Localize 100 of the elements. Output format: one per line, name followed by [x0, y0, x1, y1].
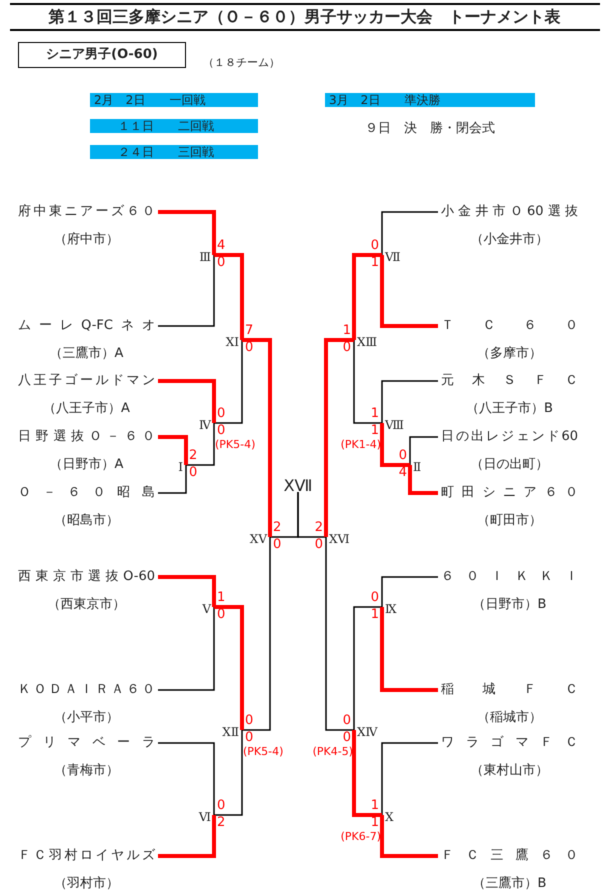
score: 1 — [370, 407, 379, 421]
penalty-score: (PK4-5) — [312, 745, 353, 759]
match-number: Ⅸ — [382, 602, 397, 616]
score: 0 — [217, 407, 226, 421]
team-city: （羽村市） — [53, 876, 120, 892]
bracket-line — [158, 607, 215, 691]
bracket-line — [158, 465, 187, 494]
category-box: シニア男子(O-60) — [18, 42, 186, 68]
score: 2 — [314, 521, 323, 535]
score: 0 — [370, 591, 379, 605]
bracket-line — [214, 253, 244, 340]
bracket-line — [381, 742, 438, 815]
team-name: 町田シニア６０ — [441, 485, 578, 501]
team-city: （小金井市） — [470, 232, 550, 248]
score: 2 — [217, 816, 226, 830]
bracket-line — [380, 255, 438, 328]
team-city: （八王子市）B — [465, 401, 554, 417]
match-number: XⅢ — [354, 335, 378, 349]
bracket-line — [324, 338, 354, 537]
team-name: ムーレQ-FCネオ — [18, 318, 155, 334]
match-number: Ⅰ — [178, 460, 186, 474]
team-name: 日の出レジェンド60 — [441, 429, 578, 445]
score: 0 — [342, 341, 351, 355]
bracket-line — [409, 436, 438, 465]
team-name: 八王子ゴールドマン — [18, 373, 155, 389]
bracket-line — [158, 379, 216, 423]
score: 0 — [342, 714, 351, 728]
schedule-bar: 2月 2日 一回戦 — [90, 93, 258, 107]
team-city: （日野市）A — [48, 457, 124, 473]
bracket-line — [158, 815, 216, 858]
team-city: （町田市） — [476, 513, 543, 529]
bracket-line — [158, 210, 216, 255]
score: 0 — [342, 731, 351, 745]
match-number: Ⅷ — [382, 418, 404, 432]
bracket-line — [408, 465, 438, 495]
bracket-line — [158, 255, 215, 327]
bracket-line — [381, 211, 438, 255]
match-number: Ⅶ — [382, 250, 400, 264]
match-number: XⅡ — [222, 725, 242, 739]
schedule-note: ９日 決 勝・閉会式 — [365, 121, 495, 137]
score: 4 — [217, 239, 226, 253]
team-name: 西東京市選抜O-60 — [18, 569, 155, 585]
team-city: （多摩市） — [476, 346, 543, 362]
bracket-line — [381, 380, 438, 423]
team-name: 稲城ＦＣ — [441, 682, 578, 698]
team-city: （稲城市） — [476, 710, 543, 726]
penalty-score: (PK6-7) — [340, 830, 381, 844]
bracket-line — [297, 492, 326, 538]
penalty-score: (PK1-4) — [340, 438, 381, 452]
match-number: XⅤ — [250, 532, 270, 546]
team-city: （府中市） — [53, 232, 120, 248]
match-number: Ⅲ — [199, 250, 214, 264]
bracket-line — [352, 730, 382, 817]
score: 2 — [273, 521, 282, 535]
team-name: ６０ＩＫＫＩ — [441, 569, 578, 585]
score: 0 — [370, 239, 379, 253]
score: 0 — [398, 449, 407, 463]
score: 0 — [217, 799, 226, 813]
bracket-line — [325, 537, 354, 731]
team-city: （青梅市） — [53, 763, 120, 779]
score: 1 — [217, 591, 226, 605]
schedule-bar: 3月 2日 準決勝 — [325, 93, 535, 107]
penalty-score: (PK5-4) — [215, 438, 256, 452]
match-number: Ⅴ — [202, 602, 214, 616]
bracket-line — [352, 253, 382, 340]
bracket-line — [242, 338, 272, 537]
team-name: プリマベーラ — [18, 735, 155, 751]
score: 7 — [245, 324, 254, 338]
score: 2 — [189, 449, 198, 463]
schedule-bar: １１日 二回戦 — [90, 119, 258, 133]
bracket-line — [158, 575, 216, 607]
team-count-note: （１８チーム） — [203, 55, 280, 71]
score: 4 — [398, 466, 407, 480]
team-name: ＴＣ６０ — [441, 318, 578, 334]
score: 0 — [245, 714, 254, 728]
schedule-bar: ２４日 三回戦 — [90, 145, 258, 159]
score: 1 — [370, 424, 379, 438]
score: 0 — [217, 424, 226, 438]
score: 1 — [342, 324, 351, 338]
match-number: XⅦ — [278, 476, 318, 492]
team-city: （日野市）B — [472, 597, 548, 613]
team-name: Ｏ－６０昭島 — [18, 485, 155, 501]
team-city: （昭島市） — [53, 513, 120, 529]
bracket-line — [214, 340, 243, 424]
penalty-score: (PK5-4) — [243, 745, 284, 759]
team-name: ＦＣ羽村ロイヤルズ — [18, 848, 155, 864]
team-name: ＫＯＤＡＩＲＡ６０ — [18, 682, 155, 698]
score: 0 — [245, 341, 254, 355]
match-number: Ⅱ — [410, 460, 422, 474]
team-name: ＦＣ三鷹６０ — [441, 848, 578, 864]
team-city: （三鷹市）A — [48, 346, 124, 362]
score: 1 — [370, 799, 379, 813]
match-number: Ⅳ — [199, 418, 214, 432]
score: 0 — [217, 256, 226, 270]
bracket-line — [353, 340, 382, 424]
bracket-line — [353, 606, 382, 730]
bracket-line — [380, 607, 438, 692]
match-number: Ⅵ — [198, 810, 214, 824]
bracket-line — [214, 605, 244, 730]
score: 0 — [245, 731, 254, 745]
